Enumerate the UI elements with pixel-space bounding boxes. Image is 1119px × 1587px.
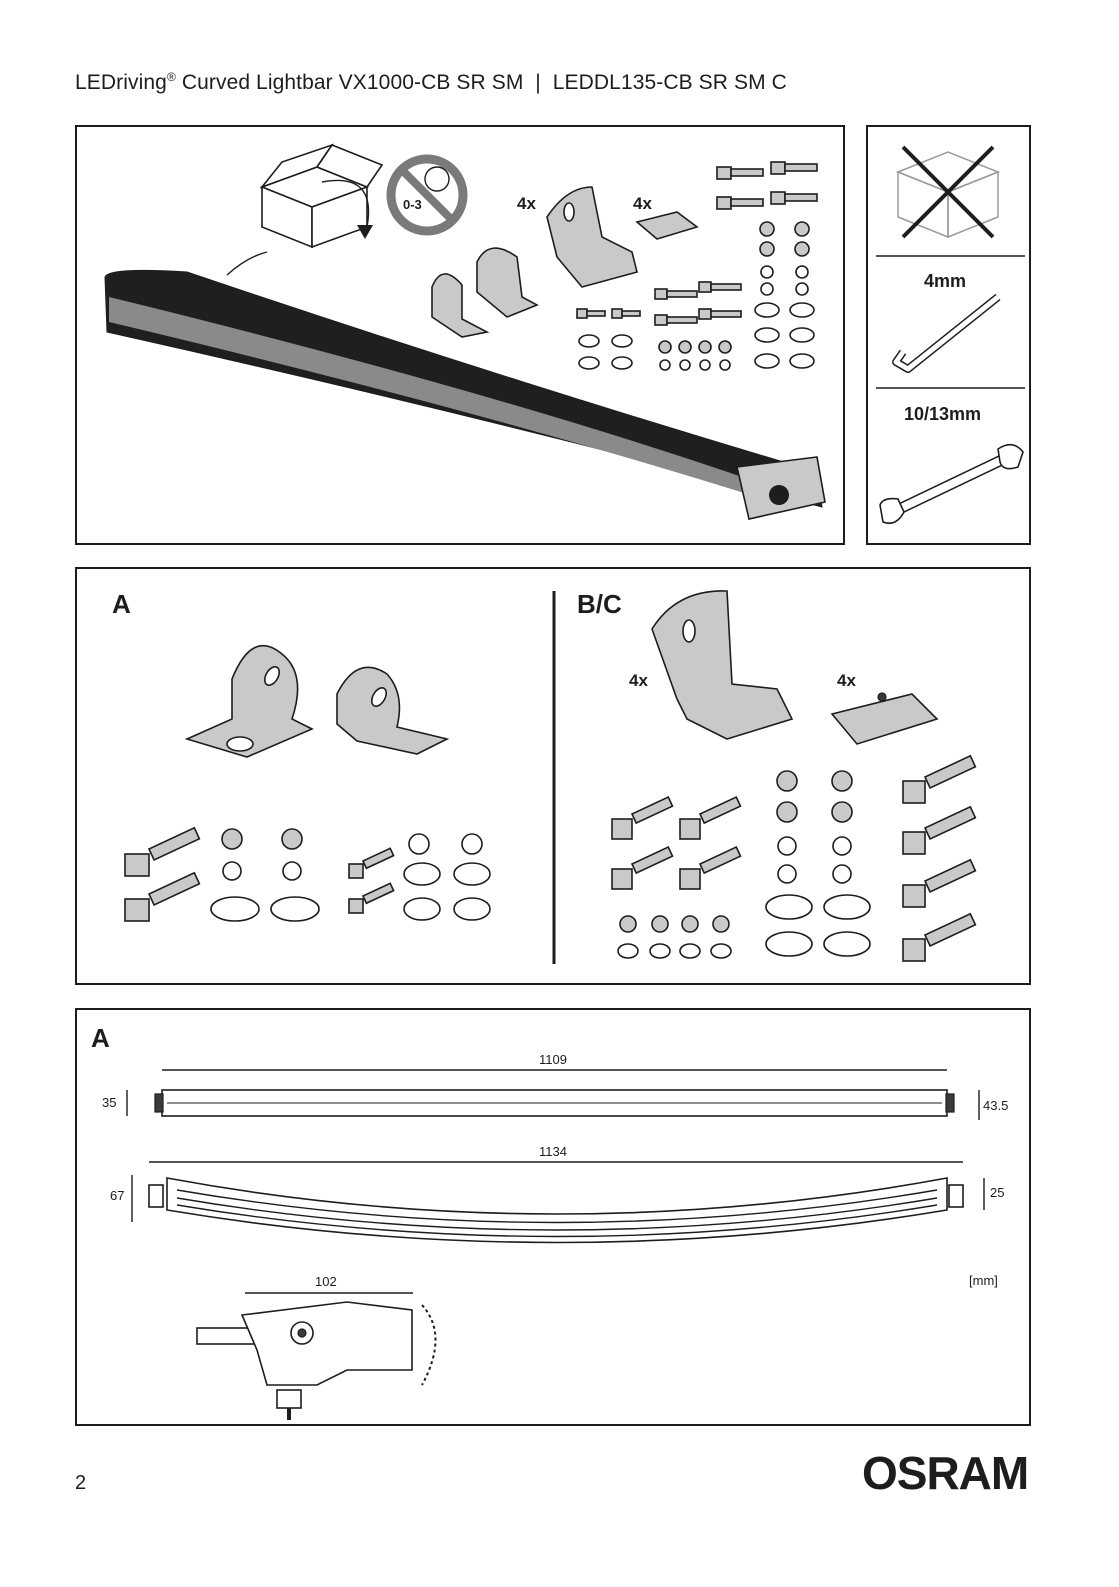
curved-light-bar bbox=[105, 252, 825, 519]
bracket-depth-102: 102 bbox=[315, 1274, 337, 1289]
bracket-quantity: 4x bbox=[517, 194, 536, 213]
curve-height-25: 25 bbox=[990, 1185, 1004, 1200]
variant-bc-bracket-quantity: 4x bbox=[629, 671, 648, 690]
dimensions-section-label: A bbox=[91, 1023, 110, 1053]
curve-height-67: 67 bbox=[110, 1188, 124, 1203]
variant-bc-label: B/C bbox=[577, 589, 622, 619]
package-contents-panel: 0-3 4x 4x bbox=[75, 125, 845, 545]
tools-panel: 4mm 10/13mm bbox=[866, 125, 1031, 545]
length-1134: 1134 bbox=[539, 1144, 567, 1159]
bracket-detail-drawing bbox=[197, 1302, 436, 1420]
allen-key-size: 4mm bbox=[924, 271, 966, 291]
variant-bc-curved-bracket bbox=[652, 591, 792, 739]
slider-quantity: 4x bbox=[633, 194, 652, 213]
height-43-5: 43.5 bbox=[983, 1098, 1008, 1113]
variant-a-hardware bbox=[125, 828, 490, 921]
dimensions-panel: A 1109 35 43.5 1134 67 25 [mm] 102 bbox=[75, 1008, 1031, 1426]
variant-bc-slider bbox=[832, 693, 937, 744]
mounting-variants-panel: A B/C 4x 4x bbox=[75, 567, 1031, 985]
dimensions-drawing: A 1109 35 43.5 1134 67 25 [mm] 102 bbox=[77, 1010, 1033, 1428]
wrench-icon bbox=[880, 445, 1023, 524]
tools-illustration: 4mm 10/13mm bbox=[868, 127, 1033, 547]
box-icon bbox=[262, 145, 382, 247]
curved-bracket bbox=[547, 187, 697, 287]
allen-key-icon bbox=[896, 297, 998, 369]
no-children-warning-icon: 0-3 bbox=[391, 159, 463, 231]
page-number: 2 bbox=[75, 1472, 86, 1495]
package-contents-illustration: 0-3 4x 4x bbox=[77, 127, 847, 547]
wrench-size: 10/13mm bbox=[904, 404, 981, 424]
top-view-bar bbox=[155, 1090, 954, 1116]
height-35: 35 bbox=[102, 1095, 116, 1110]
variant-bc-hardware bbox=[612, 756, 975, 961]
mounting-brackets-a bbox=[432, 248, 537, 337]
variant-bc-slider-quantity: 4x bbox=[837, 671, 856, 690]
age-warning-label: 0-3 bbox=[403, 197, 422, 212]
variant-a-brackets bbox=[187, 646, 447, 757]
variant-a-label: A bbox=[112, 589, 131, 619]
no-box-icon bbox=[898, 147, 998, 237]
unit-label: [mm] bbox=[969, 1273, 998, 1288]
osram-logo: OSRAM bbox=[862, 1446, 1028, 1500]
document-title: LEDriving® Curved Lightbar VX1000-CB SR … bbox=[75, 70, 787, 95]
length-1109: 1109 bbox=[539, 1052, 567, 1067]
mounting-variants-illustration: A B/C 4x 4x bbox=[77, 569, 1033, 987]
side-view-curved-bar bbox=[149, 1178, 963, 1243]
